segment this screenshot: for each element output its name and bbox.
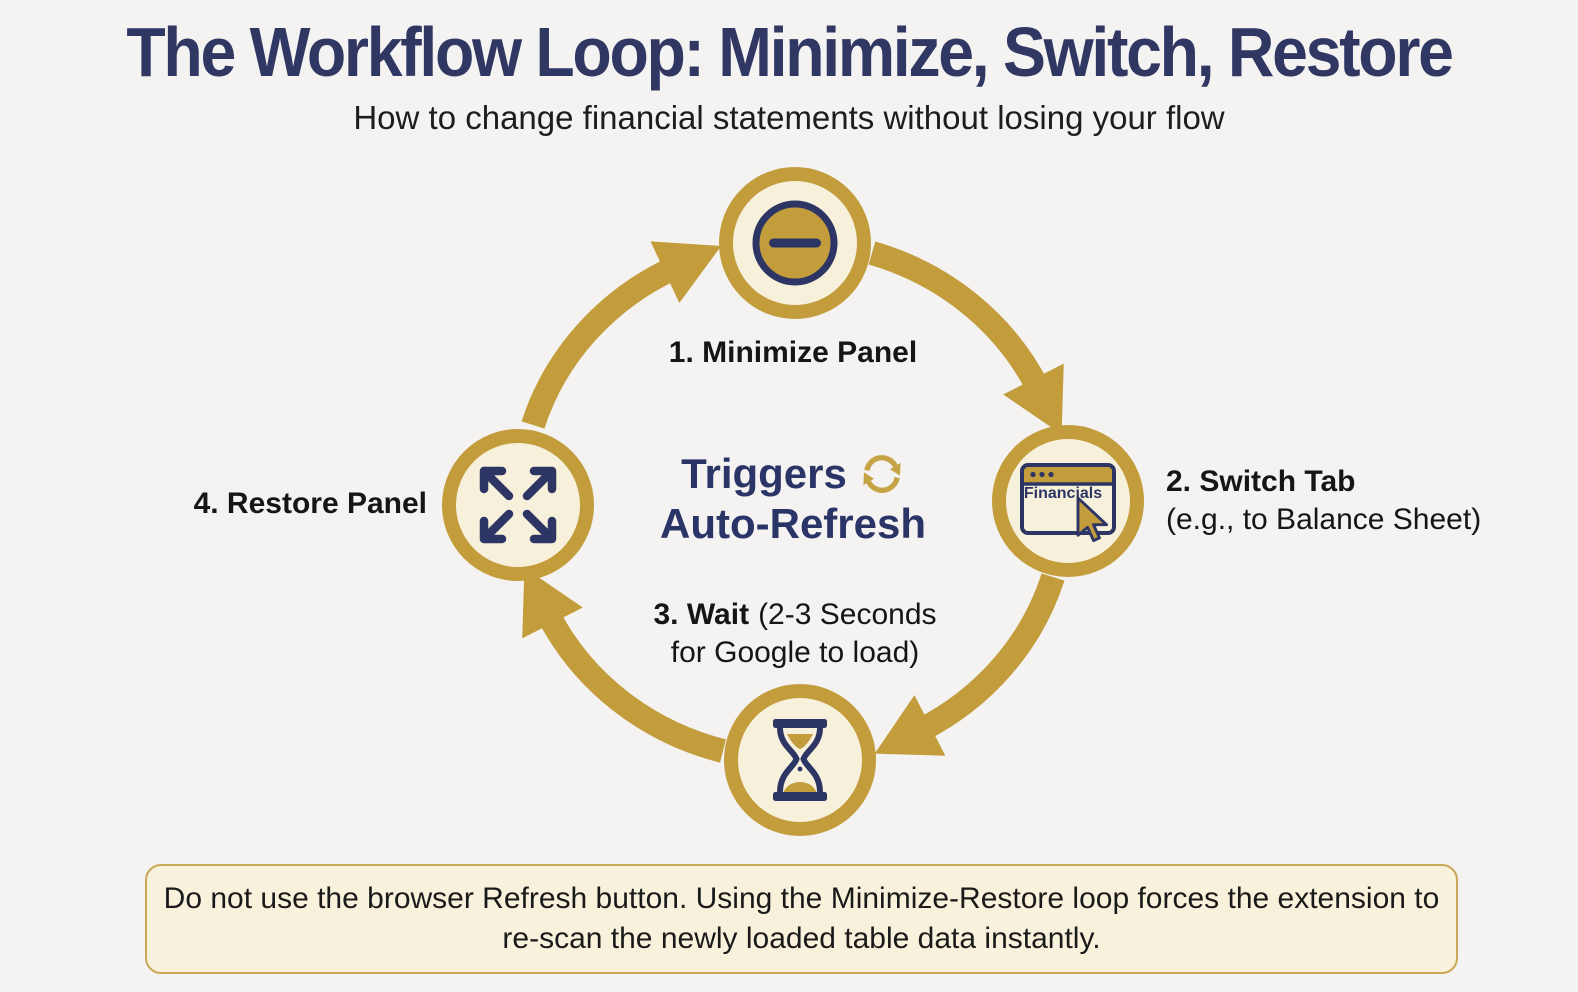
step-label-wait: 3. Wait(2-3 Seconds for Google to load) <box>653 596 936 672</box>
warning-note-text: Do not use the browser Refresh button. U… <box>163 882 1440 955</box>
center-caption: Triggers Auto-Refresh <box>660 449 926 549</box>
arc-top-right <box>868 241 1049 394</box>
node-ring <box>442 429 594 581</box>
wait-node <box>724 684 876 836</box>
browser-tab-icon: Financials <box>1020 463 1116 543</box>
step-label-switch-detail: (e.g., to Balance Sheet) <box>1166 503 1482 536</box>
browser-dots-icon <box>1030 471 1054 478</box>
step-label-restore-text: 4. Restore Panel <box>193 487 427 520</box>
center-caption-line2: Auto-Refresh <box>659 500 927 547</box>
step-label-wait-detail-1: (2-3 Seconds <box>758 598 937 631</box>
arrowhead-to-switch-icon <box>1003 363 1064 435</box>
restore-node <box>442 429 594 581</box>
step-label-minimize: 1. Minimize Panel <box>669 334 917 372</box>
step-label-minimize-text: 1. Minimize Panel <box>668 336 918 369</box>
arc-bottom-left <box>537 608 726 763</box>
arc-bottom-right <box>915 573 1065 741</box>
page-title: The Workflow Loop: Minimize, Switch, Res… <box>126 13 1454 91</box>
node-ring <box>724 684 876 836</box>
arrowhead-to-minimize-icon <box>650 241 722 304</box>
expand-arrows-icon <box>479 466 557 544</box>
loop-arcs <box>521 241 1065 763</box>
hourglass-icon <box>773 719 827 801</box>
cursor-icon <box>1076 496 1109 543</box>
step-label-wait-text: 3. Wait <box>653 598 750 631</box>
browser-tab-label: Financials <box>1024 485 1102 502</box>
warning-note: Do not use the browser Refresh button. U… <box>145 864 1458 974</box>
minimize-node <box>719 167 871 319</box>
step-label-restore: 4. Restore Panel <box>194 485 427 523</box>
switch-tab-node: Financials <box>992 425 1144 577</box>
loop-arrowheads <box>522 241 1064 756</box>
minus-circle-icon <box>752 200 838 286</box>
arrowhead-to-restore-icon <box>522 567 583 639</box>
step-label-wait-detail-2: for Google to load) <box>670 636 920 669</box>
arc-top-left <box>521 257 680 429</box>
step-label-switch-text: 2. Switch Tab <box>1166 465 1356 498</box>
arrowhead-to-wait-icon <box>874 695 946 756</box>
center-caption-line1: Triggers <box>681 450 847 497</box>
step-label-switch: 2. Switch Tab (e.g., to Balance Sheet) <box>1166 463 1481 539</box>
page-subtitle: How to change financial statements witho… <box>353 99 1225 136</box>
refresh-icon <box>863 455 901 493</box>
